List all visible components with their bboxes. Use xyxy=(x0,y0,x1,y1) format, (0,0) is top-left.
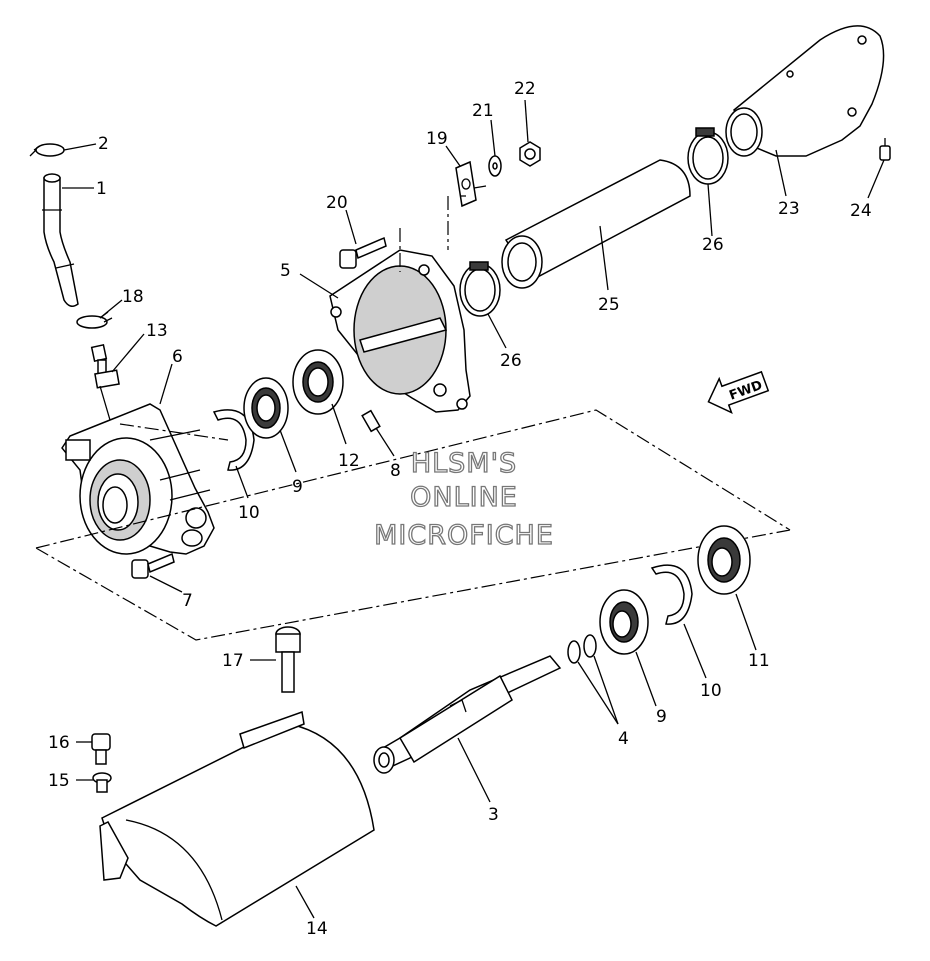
part-bearing-11 xyxy=(697,525,751,595)
part-clamp-26-upper xyxy=(687,127,729,185)
part-washer-15 xyxy=(92,772,112,793)
part-bracket-19 xyxy=(455,160,477,208)
callout-6: 6 xyxy=(172,347,183,367)
callout-10-left: 10 xyxy=(238,503,260,523)
callout-8: 8 xyxy=(390,461,401,481)
part-hose-25 xyxy=(501,159,691,289)
callout-5: 5 xyxy=(280,261,291,281)
callout-26-lower: 26 xyxy=(500,351,522,371)
callout-2: 2 xyxy=(98,134,109,154)
part-housing-6 xyxy=(61,403,215,555)
callout-26-upper: 26 xyxy=(702,235,724,255)
callout-18: 18 xyxy=(122,287,144,307)
callout-23: 23 xyxy=(778,199,800,219)
part-bearing-9-right xyxy=(599,589,649,655)
part-cover-14 xyxy=(99,710,375,927)
callout-17: 17 xyxy=(222,651,244,671)
part-screw-24 xyxy=(879,138,891,161)
leader-lines xyxy=(62,99,885,919)
part-clamp-2 xyxy=(29,143,65,157)
callout-24: 24 xyxy=(850,201,872,221)
callout-10-right: 10 xyxy=(700,681,722,701)
callout-14: 14 xyxy=(306,919,328,939)
part-washer-21 xyxy=(488,155,502,177)
part-bearing-12 xyxy=(292,349,344,415)
assembly-box-outline xyxy=(35,409,791,641)
watermark-line-1: HLSM'S xyxy=(411,448,517,479)
callout-9-left: 9 xyxy=(292,477,303,497)
part-bolt-16 xyxy=(91,733,111,765)
watermark: HLSM'S ONLINE MICROFICHE xyxy=(373,447,554,551)
part-clamp-18 xyxy=(76,311,113,329)
part-nozzle-23 xyxy=(725,25,885,157)
callout-4: 4 xyxy=(618,729,629,749)
callout-7: 7 xyxy=(182,591,193,611)
callout-22: 22 xyxy=(514,79,536,99)
fwd-direction-arrow: FWD xyxy=(707,370,770,415)
callout-16: 16 xyxy=(48,733,70,753)
callout-12: 12 xyxy=(338,451,360,471)
callout-9-right: 9 xyxy=(656,707,667,727)
callout-19: 19 xyxy=(426,129,448,149)
part-shaft-3 xyxy=(373,655,562,774)
part-bolt-17 xyxy=(275,626,301,693)
part-bolt-7 xyxy=(131,552,175,579)
callout-labels: 1 2 3 4 5 6 7 8 9 9 10 10 11 12 13 14 15… xyxy=(48,79,872,939)
watermark-line-3: MICROFICHE xyxy=(374,520,554,551)
watermark-line-2: ONLINE xyxy=(410,482,518,513)
part-hose-1 xyxy=(42,173,79,307)
callout-13: 13 xyxy=(146,321,168,341)
part-bolt-20 xyxy=(339,236,387,269)
part-clamp-26-lower xyxy=(459,261,501,317)
callout-15: 15 xyxy=(48,771,70,791)
part-nut-22 xyxy=(519,141,541,167)
assembly-line-upper xyxy=(119,185,487,441)
callout-1: 1 xyxy=(96,179,107,199)
part-cover-plate-5 xyxy=(329,249,471,413)
callout-25: 25 xyxy=(598,295,620,315)
part-bearing-9-left xyxy=(243,377,289,439)
callout-20: 20 xyxy=(326,193,348,213)
callout-21: 21 xyxy=(472,101,494,121)
callout-11: 11 xyxy=(748,651,770,671)
part-o-rings-4 xyxy=(567,634,597,664)
part-bolt-13 xyxy=(90,344,120,421)
part-pin-8 xyxy=(361,409,381,433)
part-snap-ring-10-right xyxy=(650,564,693,625)
callout-3: 3 xyxy=(488,805,499,825)
